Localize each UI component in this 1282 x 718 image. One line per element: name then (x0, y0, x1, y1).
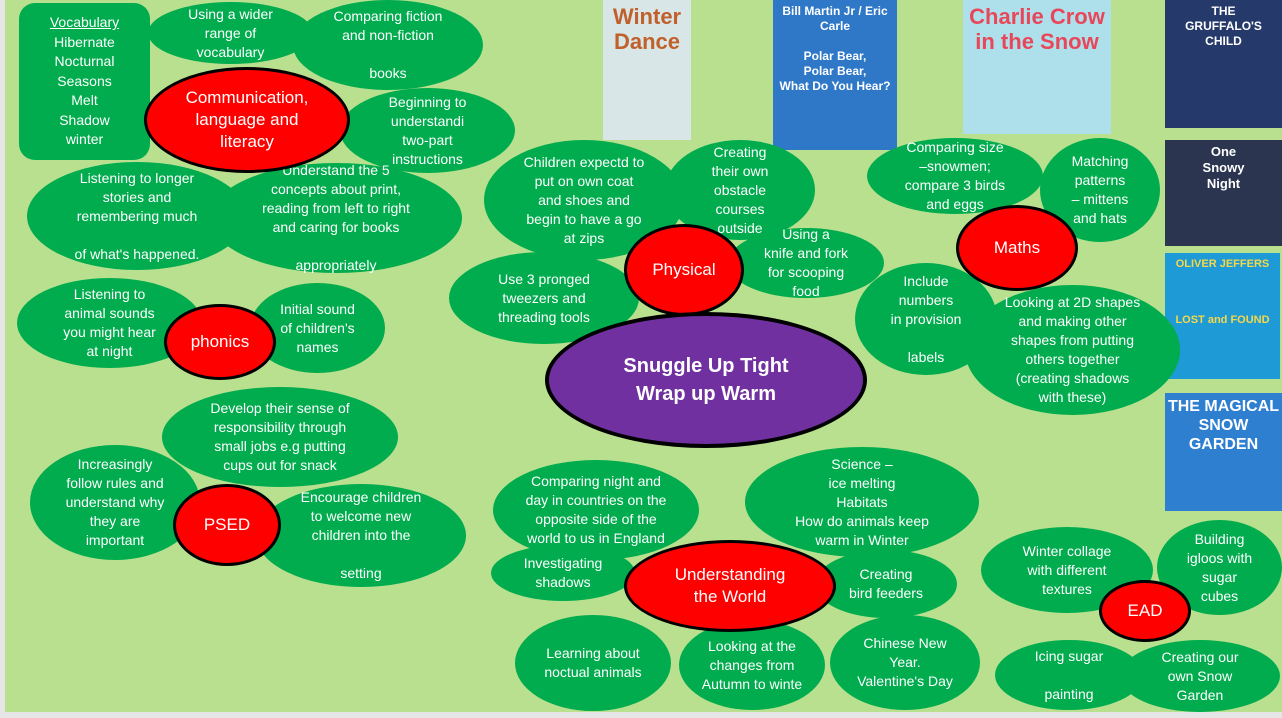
topic-bubble: Understand the 5 concepts about print, r… (210, 162, 462, 273)
area-node-cll: Communication, language and literacy (144, 67, 350, 173)
topic-bubble: Using a wider range of vocabulary (148, 2, 313, 64)
vocabulary-word: winter (65, 131, 104, 148)
topic-bubble: Looking at 2D shapes and making other sh… (965, 285, 1180, 415)
book-cover: THE GRUFFALO'S CHILD (1165, 0, 1282, 128)
topic-bubble: Looking at the changes from Autumn to wi… (679, 620, 825, 710)
book-cover: OLIVER JEFFERS LOST and FOUND (1165, 253, 1280, 379)
topic-bubble: Science – ice melting Habitats How do an… (745, 447, 979, 557)
central-topic: Snuggle Up Tight Wrap up Warm (545, 312, 867, 448)
area-node-ead: EAD (1099, 580, 1191, 642)
topic-bubble: Comparing fiction and non-fiction books (293, 0, 483, 90)
book-cover: Bill Martin Jr / Eric Carle Polar Bear, … (773, 0, 897, 150)
topic-bubble: Children expectd to put on own coat and … (484, 140, 684, 260)
topic-bubble: Icing sugar painting (995, 640, 1143, 710)
topic-bubble: Initial sound of children's names (250, 283, 385, 373)
topic-bubble: Creating our own Snow Garden (1120, 640, 1280, 712)
area-node-phonics: phonics (164, 304, 276, 380)
vocabulary-word: Melt (71, 92, 98, 109)
vocabulary-word: Nocturnal (54, 53, 115, 70)
topic-bubble: Increasingly follow rules and understand… (30, 445, 200, 560)
vocabulary-heading: Vocabulary (49, 14, 120, 31)
topic-bubble: Matching patterns – mittens and hats (1040, 138, 1160, 242)
book-cover: Charlie Crow in the Snow (963, 0, 1111, 134)
topic-bubble: Encourage children to welcome new childr… (256, 484, 466, 587)
topic-bubble: Comparing size –snowmen; compare 3 birds… (867, 138, 1043, 214)
area-node-maths: Maths (956, 205, 1078, 291)
topic-bubble: Creating their own obstacle courses outs… (665, 140, 815, 240)
vocabulary-word: Seasons (57, 72, 112, 89)
book-cover: Winter Dance (603, 0, 691, 140)
topic-bubble: Include numbers in provision labels (855, 263, 997, 375)
mind-map-canvas: Winter Dance Bill Martin Jr / Eric Carle … (5, 0, 1282, 712)
book-cover: THE MAGICAL SNOW GARDEN (1165, 393, 1282, 511)
topic-bubble: Beginning to understandi two-part instru… (340, 88, 515, 173)
topic-bubble: Learning about noctual animals (515, 615, 671, 711)
book-cover: One Snowy Night (1165, 140, 1282, 246)
vocabulary-word: Hibernate (54, 33, 115, 50)
area-node-physical: Physical (624, 224, 744, 316)
vocabulary-word: Shadow (59, 111, 110, 128)
topic-bubble: Investigating shadows (491, 545, 635, 601)
area-node-psed: PSED (173, 484, 281, 566)
area-node-utw: Understanding the World (624, 540, 836, 632)
topic-bubble: Comparing night and day in countries on … (493, 460, 699, 560)
topic-bubble: Using a knife and fork for scooping food (728, 226, 884, 299)
topic-bubble: Creating bird feeders (815, 550, 957, 618)
topic-bubble: Develop their sense of responsibility th… (162, 387, 398, 487)
topic-bubble: Chinese New Year. Valentine's Day (830, 615, 980, 710)
